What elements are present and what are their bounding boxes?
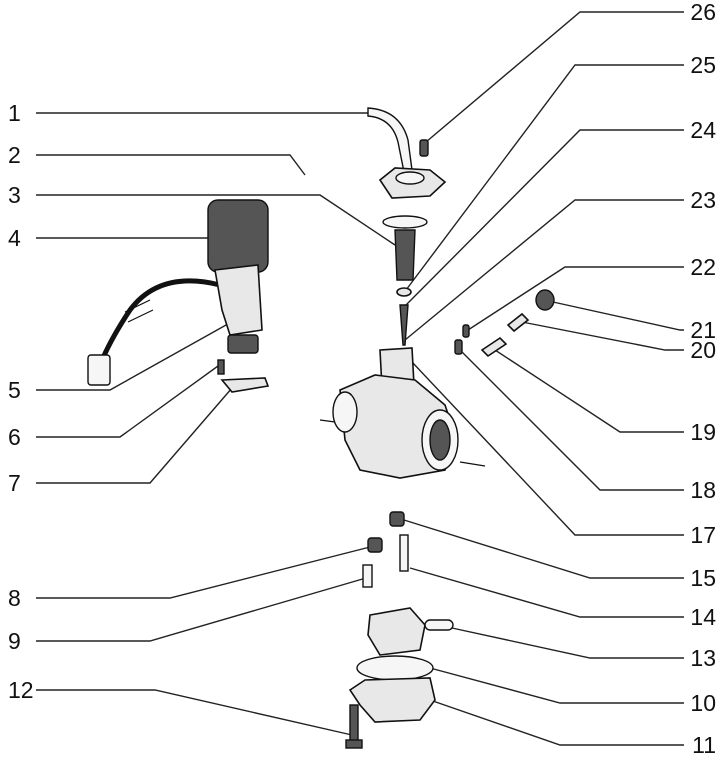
part-intake-inner [429,419,451,461]
part-washer [382,215,428,229]
part-float [367,607,426,656]
part-idle-screw [480,336,508,358]
part-jet [454,339,463,355]
part-cap-top [395,171,425,185]
leader-line-8 [36,546,371,599]
part-needle [399,304,409,346]
part-float-pin [424,619,454,631]
callout-14: 14 [690,604,716,630]
part-nut [535,289,555,311]
callout-5: 5 [8,377,21,403]
leader-line-14 [409,567,684,618]
callout-13: 13 [690,645,716,671]
leader-line-21 [552,301,684,331]
leader-line-23 [404,199,684,341]
part-bowl-screw-head [345,739,363,749]
callout-23: 23 [690,187,716,213]
part-screw-6 [217,359,225,375]
part-choke-cover [207,199,269,273]
callout-6: 6 [8,424,21,450]
part-jet-9 [362,564,373,588]
leader-line-20 [521,321,684,351]
part-bracket [220,377,270,393]
callout-4: 4 [8,225,21,251]
leader-line-11 [429,699,684,746]
callout-3: 3 [8,182,21,208]
callout-17: 17 [690,522,716,548]
part-screw [419,139,429,157]
leader-line-10 [429,667,684,704]
leader-line-7 [36,387,233,484]
callout-2: 2 [8,142,21,168]
part-screw-small [462,324,470,338]
leader-line-13 [451,627,684,659]
part-clip [396,287,412,297]
leader-line-18 [459,349,684,491]
callout-22: 22 [690,254,716,280]
callout-24: 24 [690,117,716,143]
leader-line-24 [405,129,684,306]
leader-line-9 [36,577,367,642]
callout-18: 18 [690,477,716,503]
leader-line-3 [36,194,396,246]
callout-8: 8 [8,585,21,611]
callout-26: 26 [690,0,716,25]
part-float-bowl [348,677,436,723]
leader-line-15 [403,519,684,579]
callout-1: 1 [8,100,21,126]
part-spring [394,229,416,281]
leader-line-5 [36,319,236,391]
part-choke-unit [214,264,263,336]
part-jet-8 [367,537,383,553]
leader-line-26 [425,11,684,143]
callout-20: 20 [690,337,716,363]
callout-10: 10 [690,690,716,716]
callout-19: 19 [690,419,716,445]
part-gasket [356,655,434,681]
callout-12: 12 [8,677,34,703]
part-choke-base [227,334,259,354]
leader-line-6 [36,365,219,438]
leader-line-19 [491,347,684,433]
leader-lines [36,11,684,746]
part-jet-15 [389,511,405,527]
part-emulsion-tube [399,534,409,572]
callout-25: 25 [690,52,716,78]
callout-15: 15 [690,565,716,591]
part-outlet-port [332,391,358,433]
leader-line-22 [467,266,684,331]
callout-21: 21 [690,317,716,343]
leader-line-25 [405,64,684,291]
leader-line-2 [36,154,306,176]
part-fuel-tube [367,107,413,173]
callout-11: 11 [692,732,716,758]
part-choke-cable [97,278,221,366]
leader-line-12 [36,689,353,736]
callout-9: 9 [8,628,21,654]
leader-line-17 [411,361,684,536]
callout-7: 7 [8,470,21,496]
parts [87,107,555,749]
part-bowl-screw [349,704,359,744]
callout-labels: 1234567891226252423222120191817151413101… [8,0,716,758]
part-cable-connector [87,354,111,386]
part-adjust-screw [506,312,530,333]
